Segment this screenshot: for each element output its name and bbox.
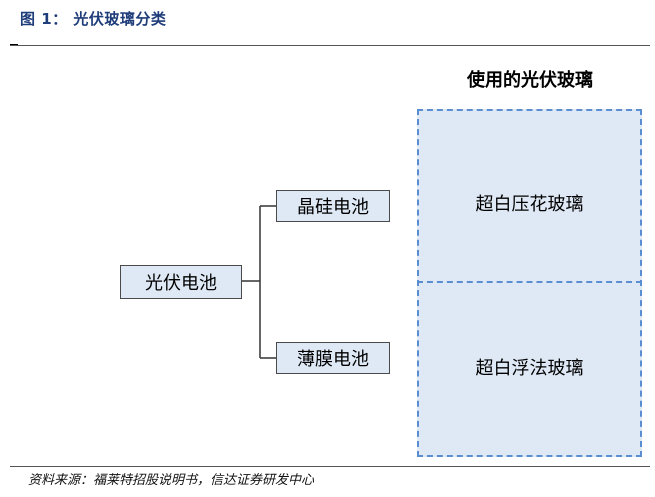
glass-panel bbox=[417, 109, 642, 457]
glass-heading: 使用的光伏玻璃 bbox=[467, 70, 593, 91]
glass-divider bbox=[417, 281, 642, 283]
top-divider bbox=[10, 45, 650, 46]
glass-type-float: 超白浮法玻璃 bbox=[475, 358, 584, 379]
bottom-divider bbox=[10, 466, 650, 467]
figure-title: 图 1： 光伏玻璃分类 bbox=[20, 10, 167, 28]
branch-node-crystalline: 晶硅电池 bbox=[276, 190, 390, 222]
root-node: 光伏电池 bbox=[120, 265, 242, 299]
glass-type-patterned: 超白压花玻璃 bbox=[475, 194, 584, 215]
source-note: 资料来源：福莱特招股说明书，信达证券研发中心 bbox=[28, 473, 315, 488]
branch-node-thin-film: 薄膜电池 bbox=[276, 342, 390, 374]
